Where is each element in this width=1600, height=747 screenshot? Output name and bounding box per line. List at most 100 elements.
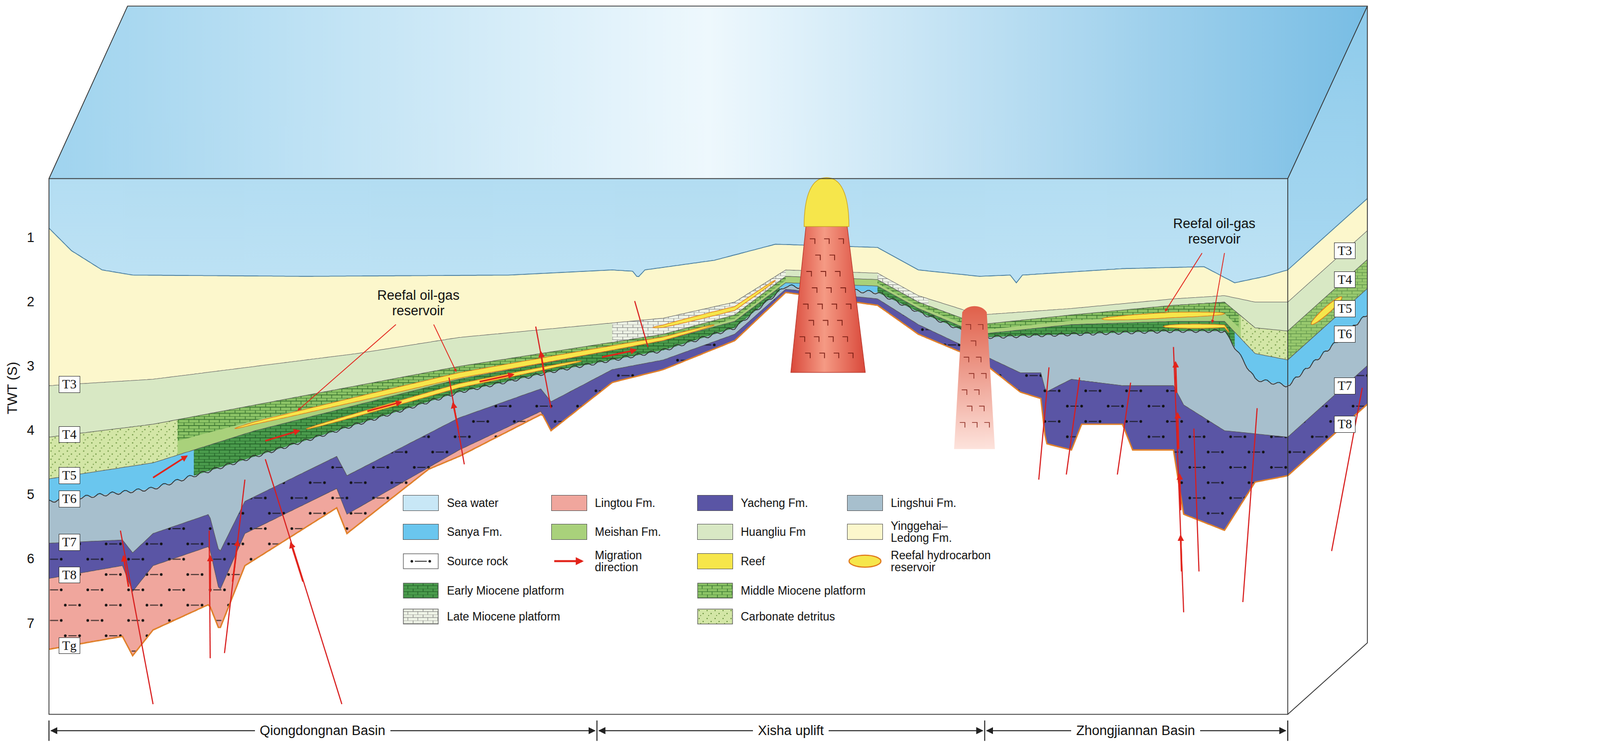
illustration (48, 5, 1367, 741)
legend-symbol (551, 553, 588, 570)
right-face-stratum (1287, 288, 1368, 715)
horizon-line (48, 289, 1288, 553)
horizon-label: T8 (1334, 415, 1356, 433)
volcanic-mark (831, 304, 837, 310)
fault-line (120, 530, 154, 705)
legend-text: Carbonate detritus (740, 610, 836, 623)
fault-line (224, 479, 246, 653)
volcanic-mark (824, 239, 830, 245)
legend-text: Source rock (446, 555, 508, 568)
horizon-line (48, 269, 1288, 386)
leader-line (297, 324, 396, 411)
right-face-stratum (1287, 365, 1368, 715)
horizon-line (1287, 404, 1368, 476)
legend-text: Early Miocene platform (446, 584, 564, 597)
volcanic-mark (813, 336, 819, 342)
volcanic-mark (842, 336, 848, 342)
volcanic-mark (817, 304, 823, 310)
source-dot (410, 559, 414, 563)
horizon-line (48, 292, 1288, 592)
stratum (48, 292, 1288, 715)
horizon-name: T8 (62, 567, 77, 583)
horizon-name: T3 (1337, 243, 1353, 259)
legend-text: Migration direction (595, 549, 670, 574)
volcanic-mark (811, 287, 817, 293)
right-face-stratum (1287, 198, 1368, 715)
legend-item: Early Miocene platform (402, 582, 564, 599)
legend-text: Yinggehai–Ledong Fm. (890, 519, 976, 544)
bracket-tick (984, 720, 985, 741)
fault-line (634, 301, 649, 348)
legend-text: Late Miocene platform (446, 610, 561, 623)
right-face-stratum (1287, 230, 1368, 715)
legend-item: Lingshui Fm. (847, 494, 957, 511)
right-face-stratum (1287, 314, 1368, 715)
migration-arrow (1175, 362, 1177, 393)
volcanic-mark (840, 287, 846, 293)
migration-arrow (540, 352, 544, 373)
horizon-label: T6 (58, 490, 81, 508)
legend-swatch (402, 494, 439, 511)
volcanic-mark (972, 422, 978, 428)
migration-arrow (265, 430, 300, 441)
reservoir-lens (849, 555, 881, 568)
leader-line (1212, 252, 1225, 323)
horizon-name: T4 (62, 427, 77, 443)
volcanic-mark (848, 353, 854, 359)
volcanic-mark (822, 320, 828, 326)
legend-swatch (551, 523, 588, 540)
fault-line (265, 459, 343, 705)
carbonate-detritus (1240, 315, 1288, 361)
legend-symbol (402, 582, 439, 599)
horizon-name: T8 (1337, 416, 1353, 432)
legend-swatch (697, 523, 734, 540)
legend-item: Late Miocene platform (402, 608, 561, 625)
volcano (790, 224, 866, 373)
source-rock-pattern (1287, 365, 1368, 476)
pattern-sample (403, 609, 439, 624)
legend-symbol (402, 553, 439, 570)
legend-text: Yacheng Fm. (740, 496, 809, 509)
legend-text: Lingtou Fm. (595, 496, 656, 509)
pattern-sample (697, 609, 733, 624)
legend-item: Middle Miocene platform (697, 582, 866, 599)
unconformity-line (1287, 315, 1368, 386)
horizon-label: T7 (1334, 377, 1356, 395)
volcanic-mark (819, 353, 825, 359)
unconformity-line (48, 284, 1288, 502)
axis-number: 7 (26, 615, 35, 632)
legend-item: Migration direction (551, 549, 670, 574)
horizon-label: T7 (58, 533, 81, 551)
region-name: Qiongdongnan Basin (254, 723, 391, 739)
legend-swatch (551, 494, 588, 511)
migration-arrow (602, 350, 636, 358)
horizon-name: T3 (62, 376, 77, 392)
horizon-line (1287, 288, 1368, 360)
reef-cap (804, 177, 850, 227)
stratum (48, 276, 1288, 715)
horizon-label: T5 (1334, 300, 1356, 318)
volcanic-mark (965, 324, 971, 330)
migration-arrow (290, 542, 304, 582)
horizon-label: T4 (58, 426, 81, 444)
migration-arrow (1179, 474, 1181, 511)
volcanic-mark (833, 353, 839, 359)
horizon-name: T4 (1337, 272, 1353, 288)
volcanic-mark (805, 353, 811, 359)
fault-line (1117, 382, 1131, 475)
legend-swatch (697, 494, 734, 511)
block-outline (1287, 5, 1368, 715)
migration-arrow (554, 560, 583, 563)
horizon-line (48, 228, 1288, 283)
legend-item: Yacheng Fm. (697, 494, 809, 511)
horizon-line (48, 276, 1288, 438)
legend-symbol (697, 582, 734, 599)
volcanic-mark (981, 373, 986, 379)
legend-swatch (402, 523, 439, 540)
bracket-tick (1287, 720, 1289, 741)
fault-line (1173, 347, 1184, 613)
volcanic-mark (968, 373, 974, 379)
horizon-line (1287, 365, 1368, 437)
legend-item: Sea water (402, 494, 499, 511)
